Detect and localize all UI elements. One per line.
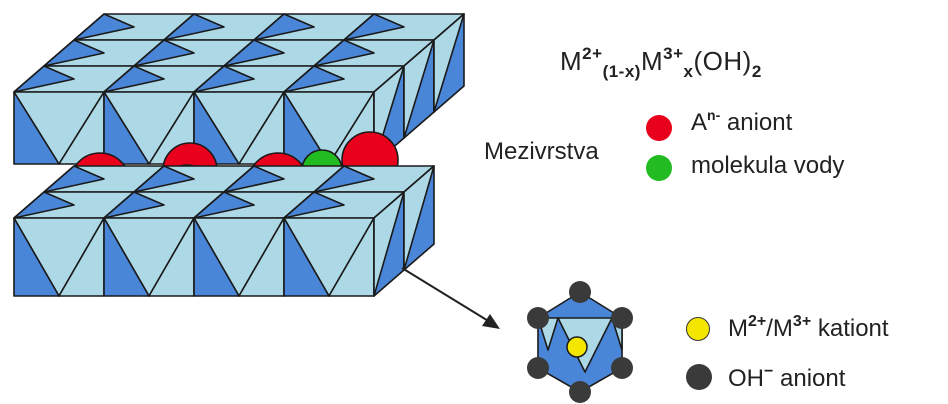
formula-sub-1x: (1-x) [602, 62, 641, 81]
hydroxide-charge: − [764, 363, 774, 380]
lower-top-shade [223, 165, 285, 193]
lower-top-shade [313, 165, 375, 193]
upper-front-left [13, 91, 60, 165]
lower-top-shade [13, 191, 75, 219]
anion-charge: n- [707, 107, 721, 123]
water-legend-marker [646, 155, 672, 181]
lower-front-left [283, 217, 330, 297]
lower-front-left [193, 217, 240, 297]
upper-top-shade [253, 13, 315, 41]
octahedron-hydroxide [611, 357, 633, 379]
cation-charge-2: 2+ [748, 313, 767, 330]
formula-metal-2: M [560, 46, 583, 76]
octahedron-hydroxide [569, 281, 591, 303]
lower-front-left [103, 217, 150, 297]
lower-top-shade [103, 191, 165, 219]
octahedron-cation [566, 336, 588, 358]
lower-top-shade [133, 165, 195, 193]
lower-top-shade [43, 165, 105, 193]
lower-top-shade [283, 191, 345, 219]
cation-legend-marker [686, 317, 710, 341]
upper-top-shade [103, 65, 165, 93]
cation-charge-3: 3+ [792, 313, 812, 330]
upper-top-shade [43, 39, 105, 67]
lower-front-left [13, 217, 60, 297]
octahedron-hydroxide [527, 357, 549, 379]
octahedron-hydroxide [527, 307, 549, 329]
formula-sub-2: 2 [751, 62, 762, 81]
cation-symbol-m3: /M [766, 315, 793, 342]
upper-top-shade [313, 39, 375, 67]
upper-top-shade [133, 39, 195, 67]
formula-sub-x: x [683, 62, 694, 81]
cation-legend-label: M2+/M3+ kationt [728, 313, 889, 343]
anion-legend-marker [646, 115, 672, 141]
water-legend-label: molekula vody [691, 152, 845, 179]
upper-hydroxide-layer [13, 13, 465, 165]
interlayer-label: Mezivrstva [484, 138, 599, 165]
upper-top-shade [223, 39, 285, 67]
lower-side-shade [403, 165, 435, 271]
lower-top-shade [193, 191, 255, 219]
octahedron-detail [527, 281, 633, 403]
lower-side-shade [373, 191, 405, 297]
upper-front-left [103, 91, 150, 165]
hydroxide-legend-label: OH− aniont [728, 363, 845, 393]
anion-text: aniont [726, 109, 793, 136]
zoom-arrow [401, 267, 500, 329]
arrow-head [482, 314, 500, 329]
hydroxide-symbol: OH [728, 365, 764, 392]
formula-hydroxide: (OH) [693, 46, 752, 76]
upper-top-shade [283, 65, 345, 93]
upper-top-shade [73, 13, 135, 41]
chemical-formula: M2+(1-x)M3+x(OH)2 [560, 44, 762, 82]
upper-side-shade [403, 39, 435, 139]
upper-top-shade [193, 65, 255, 93]
formula-charge-2: 2+ [582, 44, 603, 63]
octahedron-hydroxide [569, 381, 591, 403]
octahedron-hydroxide [611, 307, 633, 329]
arrow-shaft [401, 267, 491, 323]
formula-charge-3: 3+ [663, 44, 684, 63]
cation-text: kationt [817, 315, 889, 342]
upper-top-shade [163, 13, 225, 41]
upper-top-shade [13, 65, 75, 93]
lower-hydroxide-layer [13, 165, 435, 297]
upper-side-shade [433, 13, 465, 113]
upper-top-shade [343, 13, 405, 41]
anion-symbol: A [691, 109, 708, 136]
hydroxide-legend-marker [686, 364, 712, 390]
hydroxide-text: aniont [780, 365, 846, 392]
formula-metal-3: M [640, 46, 664, 76]
cation-symbol-m2: M [728, 315, 748, 342]
anion-legend-label: An- aniont [691, 107, 792, 137]
